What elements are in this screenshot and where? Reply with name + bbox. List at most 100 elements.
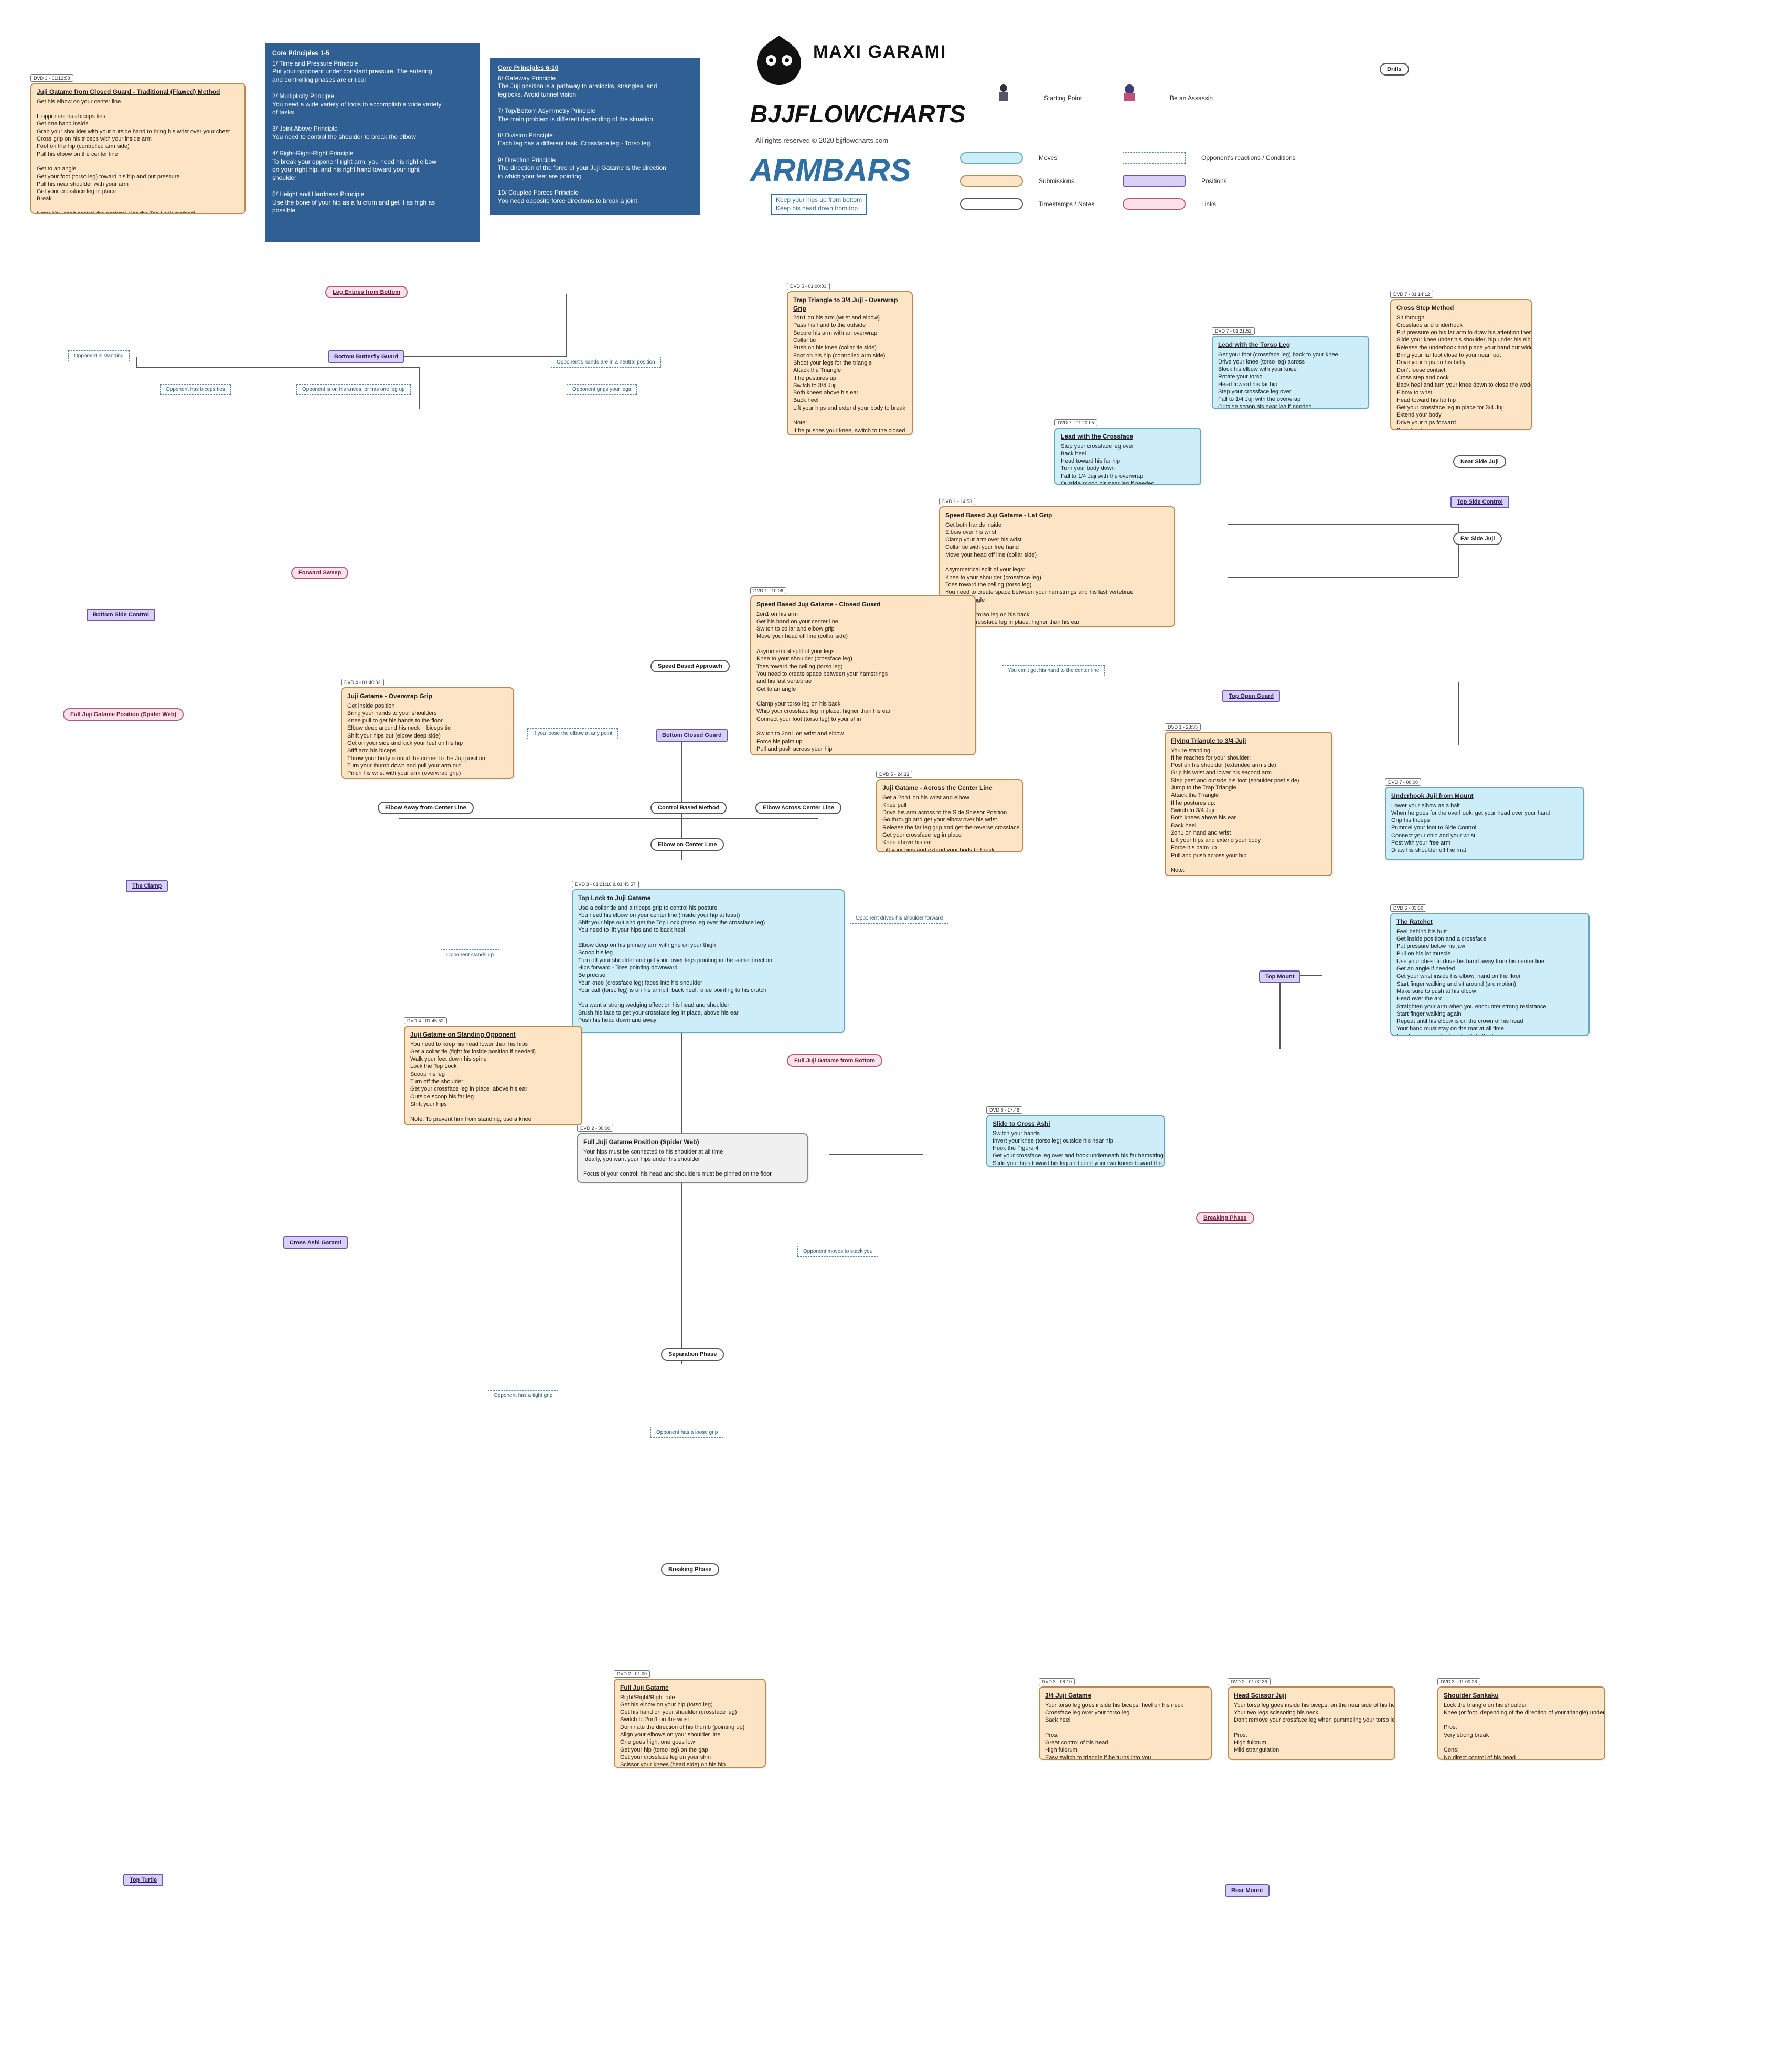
technique-step: Clamp your torso leg on his back	[945, 612, 1030, 618]
plain-node[interactable]: Far Side Juji	[1453, 532, 1502, 545]
reaction-node[interactable]: Opponent stands up	[441, 949, 500, 960]
tagline-1: Keep your hips up from bottom	[776, 196, 862, 204]
plain-node[interactable]: Drills	[1380, 63, 1409, 76]
technique-step: Dominate the direction of his thumb (poi…	[620, 1724, 745, 1731]
position-node[interactable]: Bottom Butterfly Guard	[328, 350, 405, 363]
position-node[interactable]: Top Turtle	[123, 1874, 164, 1886]
technique-step: Elbow deep around his neck + biceps tie	[347, 725, 451, 732]
position-node[interactable]: The Clamp	[126, 880, 168, 892]
technique-step: Crossface leg over your torso leg	[1045, 1709, 1130, 1716]
technique-step: If opponent has biceps ties:	[37, 113, 107, 120]
technique-step: 2on1 on his arm (wrist and elbow)	[793, 315, 880, 322]
technique-step: Both knees above his ear	[793, 390, 859, 397]
technique-step: Force his palm up	[756, 738, 803, 745]
technique-title: 3/4 Juji Gatame	[1045, 1692, 1092, 1699]
position-node[interactable]: Bottom Side Control	[87, 609, 155, 621]
link-node[interactable]: Leg Entries from Bottom	[325, 286, 408, 298]
plain-node[interactable]: Elbow on Center Line	[650, 838, 724, 851]
technique-node: Full Juji Gatame Position (Spider Web)Yo…	[577, 1133, 808, 1183]
principle-line: 3/ Joint Above Principle	[272, 125, 338, 133]
starting-point-icon	[999, 84, 1008, 101]
technique-step: Rotate your torso	[1218, 373, 1263, 380]
plain-node[interactable]: Near Side Juji	[1453, 455, 1506, 468]
technique-title: The Ratchet	[1396, 918, 1433, 925]
technique-step: Scoop his leg	[410, 1071, 445, 1077]
link-node[interactable]: Breaking Phase	[1196, 1212, 1254, 1224]
technique-step	[1444, 1739, 1599, 1746]
technique-step: You need to create space between your ha…	[756, 670, 888, 677]
link-node[interactable]: Full Juji Gatame from Bottom	[787, 1054, 883, 1067]
reaction-node[interactable]: Opponent moves to stack you	[797, 1246, 879, 1257]
principle-line: Use the bone of your hip as a fulcrum an…	[272, 198, 435, 206]
position-node[interactable]: Top Open Guard	[1222, 690, 1280, 702]
principle-line: shoulder	[272, 174, 297, 182]
technique-step: Pummel your foot to Side Control	[1391, 825, 1477, 831]
plain-node[interactable]: Separation Phase	[661, 1348, 724, 1361]
reaction-node[interactable]: Opponent drives his shoulder forward	[850, 913, 949, 924]
reaction-node[interactable]: You can't get his hand to the center lin…	[1002, 665, 1105, 676]
technique-step: Both knees above his ear	[1171, 815, 1236, 821]
technique-step: Bring your far foot close to your near f…	[1396, 352, 1501, 359]
link-node[interactable]: Full Juji Gatame Position (Spider Web)	[63, 708, 184, 721]
technique-step: Foot on his hip (controlled arm side)	[793, 352, 886, 359]
reaction-node[interactable]: If you loose the elbow at any point	[527, 728, 618, 739]
principle-line: Each leg has a different task. Crossface…	[498, 140, 650, 147]
reaction-node[interactable]: Opponent has biceps ties	[160, 384, 231, 395]
technique-step: Brush his face to get your crossface leg…	[578, 1009, 739, 1016]
technique-step: Knee to your shoulder (crossface leg)	[756, 656, 852, 663]
plain-node[interactable]: Breaking Phase	[661, 1563, 719, 1576]
reaction-node[interactable]: Opponent is on his knees, or has one leg…	[296, 384, 411, 395]
legend-moves-swatch	[960, 152, 1023, 164]
technique-step: Put pressure on his far arm to draw his …	[1396, 329, 1532, 336]
link-node[interactable]: Forward Sweep	[291, 567, 349, 579]
reaction-node[interactable]: Opponent grips your legs	[567, 384, 637, 395]
technique-step: Lock the triangle on his shoulder	[1444, 1702, 1527, 1709]
technique-step: Start finger walking again	[1396, 1010, 1462, 1017]
technique-step: Don't remove your crossface leg when pum…	[1234, 1717, 1395, 1724]
reaction-node[interactable]: Opponent has a loose grip	[650, 1427, 724, 1438]
technique-step	[756, 693, 969, 700]
timestamp-tag: DVD 7 - 00:00	[1385, 778, 1422, 786]
technique-step	[37, 105, 239, 113]
reaction-node[interactable]: Opponent's hands are in a neutral positi…	[551, 357, 661, 368]
technique-step: One goes high, one goes low	[620, 1739, 695, 1746]
technique-step: Knee pull	[882, 802, 906, 808]
plain-node[interactable]: Speed Based Approach	[650, 660, 730, 672]
reaction-node[interactable]: Opponent is standing	[68, 350, 130, 361]
plain-node[interactable]: Elbow Across Center Line	[755, 802, 841, 814]
principle-line: You need a wide variety of tools to acco…	[272, 100, 442, 108]
plain-node[interactable]: Elbow Away from Center Line	[378, 802, 474, 814]
reaction-node[interactable]: Opponent has a tight grip	[488, 1390, 559, 1401]
principle-line: To break your opponent right arm, you ne…	[272, 157, 436, 165]
technique-step: Your hand must stay on the mat at all ti…	[1396, 1026, 1505, 1032]
technique-step: Elbow deep on his primary arm with grip …	[578, 942, 716, 949]
technique-title: Juji Gatame from Closed Guard - Traditio…	[37, 88, 220, 95]
technique-step	[583, 1163, 802, 1170]
position-node[interactable]: Cross Ashi Garami	[283, 1236, 348, 1249]
technique-step: legs variation	[793, 434, 906, 435]
position-node[interactable]: Top Side Control	[1450, 496, 1509, 508]
technique-step: Post on his shoulder (extended arm side)	[1171, 762, 1276, 769]
principle-line: 9/ Direction Principle	[498, 156, 556, 164]
technique-step: Pros:	[1045, 1732, 1059, 1738]
technique-step: You want a straight spine	[756, 753, 969, 754]
technique-step: Slide your knee under his shoulder, hip …	[1396, 337, 1532, 344]
position-node[interactable]: Top Mount	[1259, 970, 1301, 983]
position-node[interactable]: Rear Mount	[1225, 1884, 1270, 1897]
plain-node[interactable]: Control Based Method	[650, 802, 727, 814]
technique-step: Asymmetrical split of your legs:	[756, 648, 836, 655]
technique-title: Juji Gatame - Overwrap Grip	[347, 692, 433, 700]
technique-step: Note:	[793, 420, 807, 426]
technique-step: Head over the arc	[1396, 996, 1443, 1002]
technique-step: Pros:	[1444, 1724, 1457, 1731]
technique-step: 2on1 on his arm	[756, 611, 798, 617]
technique-step: Lift your hips and extend your body to b…	[793, 404, 906, 411]
legend-positions: Positions	[1201, 177, 1227, 185]
technique-title: Trap Triangle to 3/4 Juji - Overwrap Gri…	[793, 296, 898, 312]
technique-title: Speed Based Juji Gatame - Closed Guard	[756, 601, 881, 608]
position-node[interactable]: Bottom Closed Guard	[656, 729, 728, 742]
technique-step: Drive his arm across to the Side Scissor…	[882, 809, 1007, 816]
technique-step: High fulcrum	[1234, 1739, 1266, 1746]
